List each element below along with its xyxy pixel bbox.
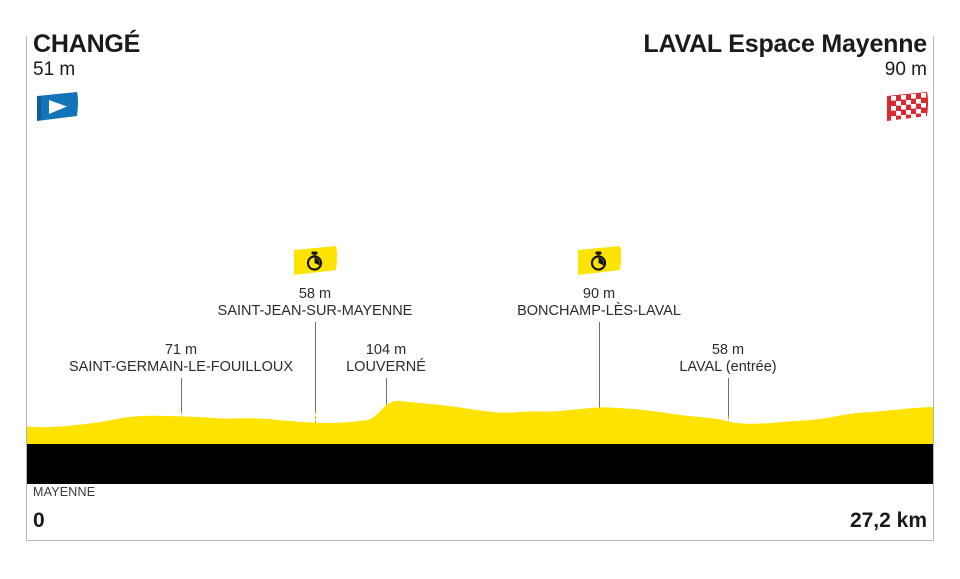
sprint-name-0: SAINT-JEAN-SUR-MAYENNE [217, 303, 413, 319]
leader-line-sprint-1 [599, 322, 600, 417]
sprint-name-1: BONCHAMP-LÈS-LAVAL [517, 303, 681, 319]
leader-line-waypoint-1 [386, 378, 387, 405]
waypoint-label-1: 104 m LOUVERNÉ [346, 342, 426, 376]
waypoint-name-0: SAINT-GERMAIN-LE-FOUILLOUX [69, 359, 293, 375]
stopwatch-flag-icon [578, 246, 621, 275]
waypoint-altitude-0: 71 m [164, 342, 198, 358]
frame-right-rule [933, 36, 934, 540]
finish-town-name: LAVAL Espace Mayenne [643, 30, 927, 58]
waypoint-label-0: 71 m SAINT-GERMAIN-LE-FOUILLOUX [69, 342, 293, 376]
waypoint-label-2: 58 m LAVAL (entrée) [679, 342, 776, 376]
start-town-name: CHANGÉ [33, 30, 141, 58]
elevation-profile-area [27, 400, 933, 444]
distance-start-label: 0 [33, 509, 45, 532]
waypoint-altitude-1: 104 m [365, 342, 407, 358]
sprint-label-0: 58 m SAINT-JEAN-SUR-MAYENNE [218, 286, 413, 320]
leader-line-sprint-0 [315, 322, 316, 413]
stopwatch-flag-icon [294, 246, 337, 275]
start-altitude: 51 m [33, 59, 76, 80]
finish-flag-icon [887, 92, 928, 121]
waypoint-altitude-2: 58 m [711, 342, 745, 358]
distance-end-label: 27,2 km [849, 509, 927, 532]
frame-bottom-rule [26, 540, 934, 541]
waypoint-name-2: LAVAL (entrée) [679, 359, 777, 375]
leader-line-waypoint-0 [181, 378, 182, 413]
waypoint-name-1: LOUVERNÉ [346, 359, 426, 375]
finish-altitude: 90 m [884, 59, 927, 80]
sprint-altitude-1: 90 m [582, 286, 616, 302]
department-label: MAYENNE [33, 485, 96, 499]
sprint-label-1: 90 m BONCHAMP-LÈS-LAVAL [517, 286, 681, 320]
start-header: CHANGÉ 51 m [33, 30, 140, 81]
sprint-altitude-0: 58 m [298, 286, 332, 302]
finish-header: LAVAL Espace Mayenne 90 m [643, 30, 927, 81]
distance-bar [27, 444, 933, 484]
frame-left-rule [26, 36, 27, 540]
leader-line-waypoint-2 [728, 378, 729, 418]
start-flag-icon [37, 92, 78, 121]
